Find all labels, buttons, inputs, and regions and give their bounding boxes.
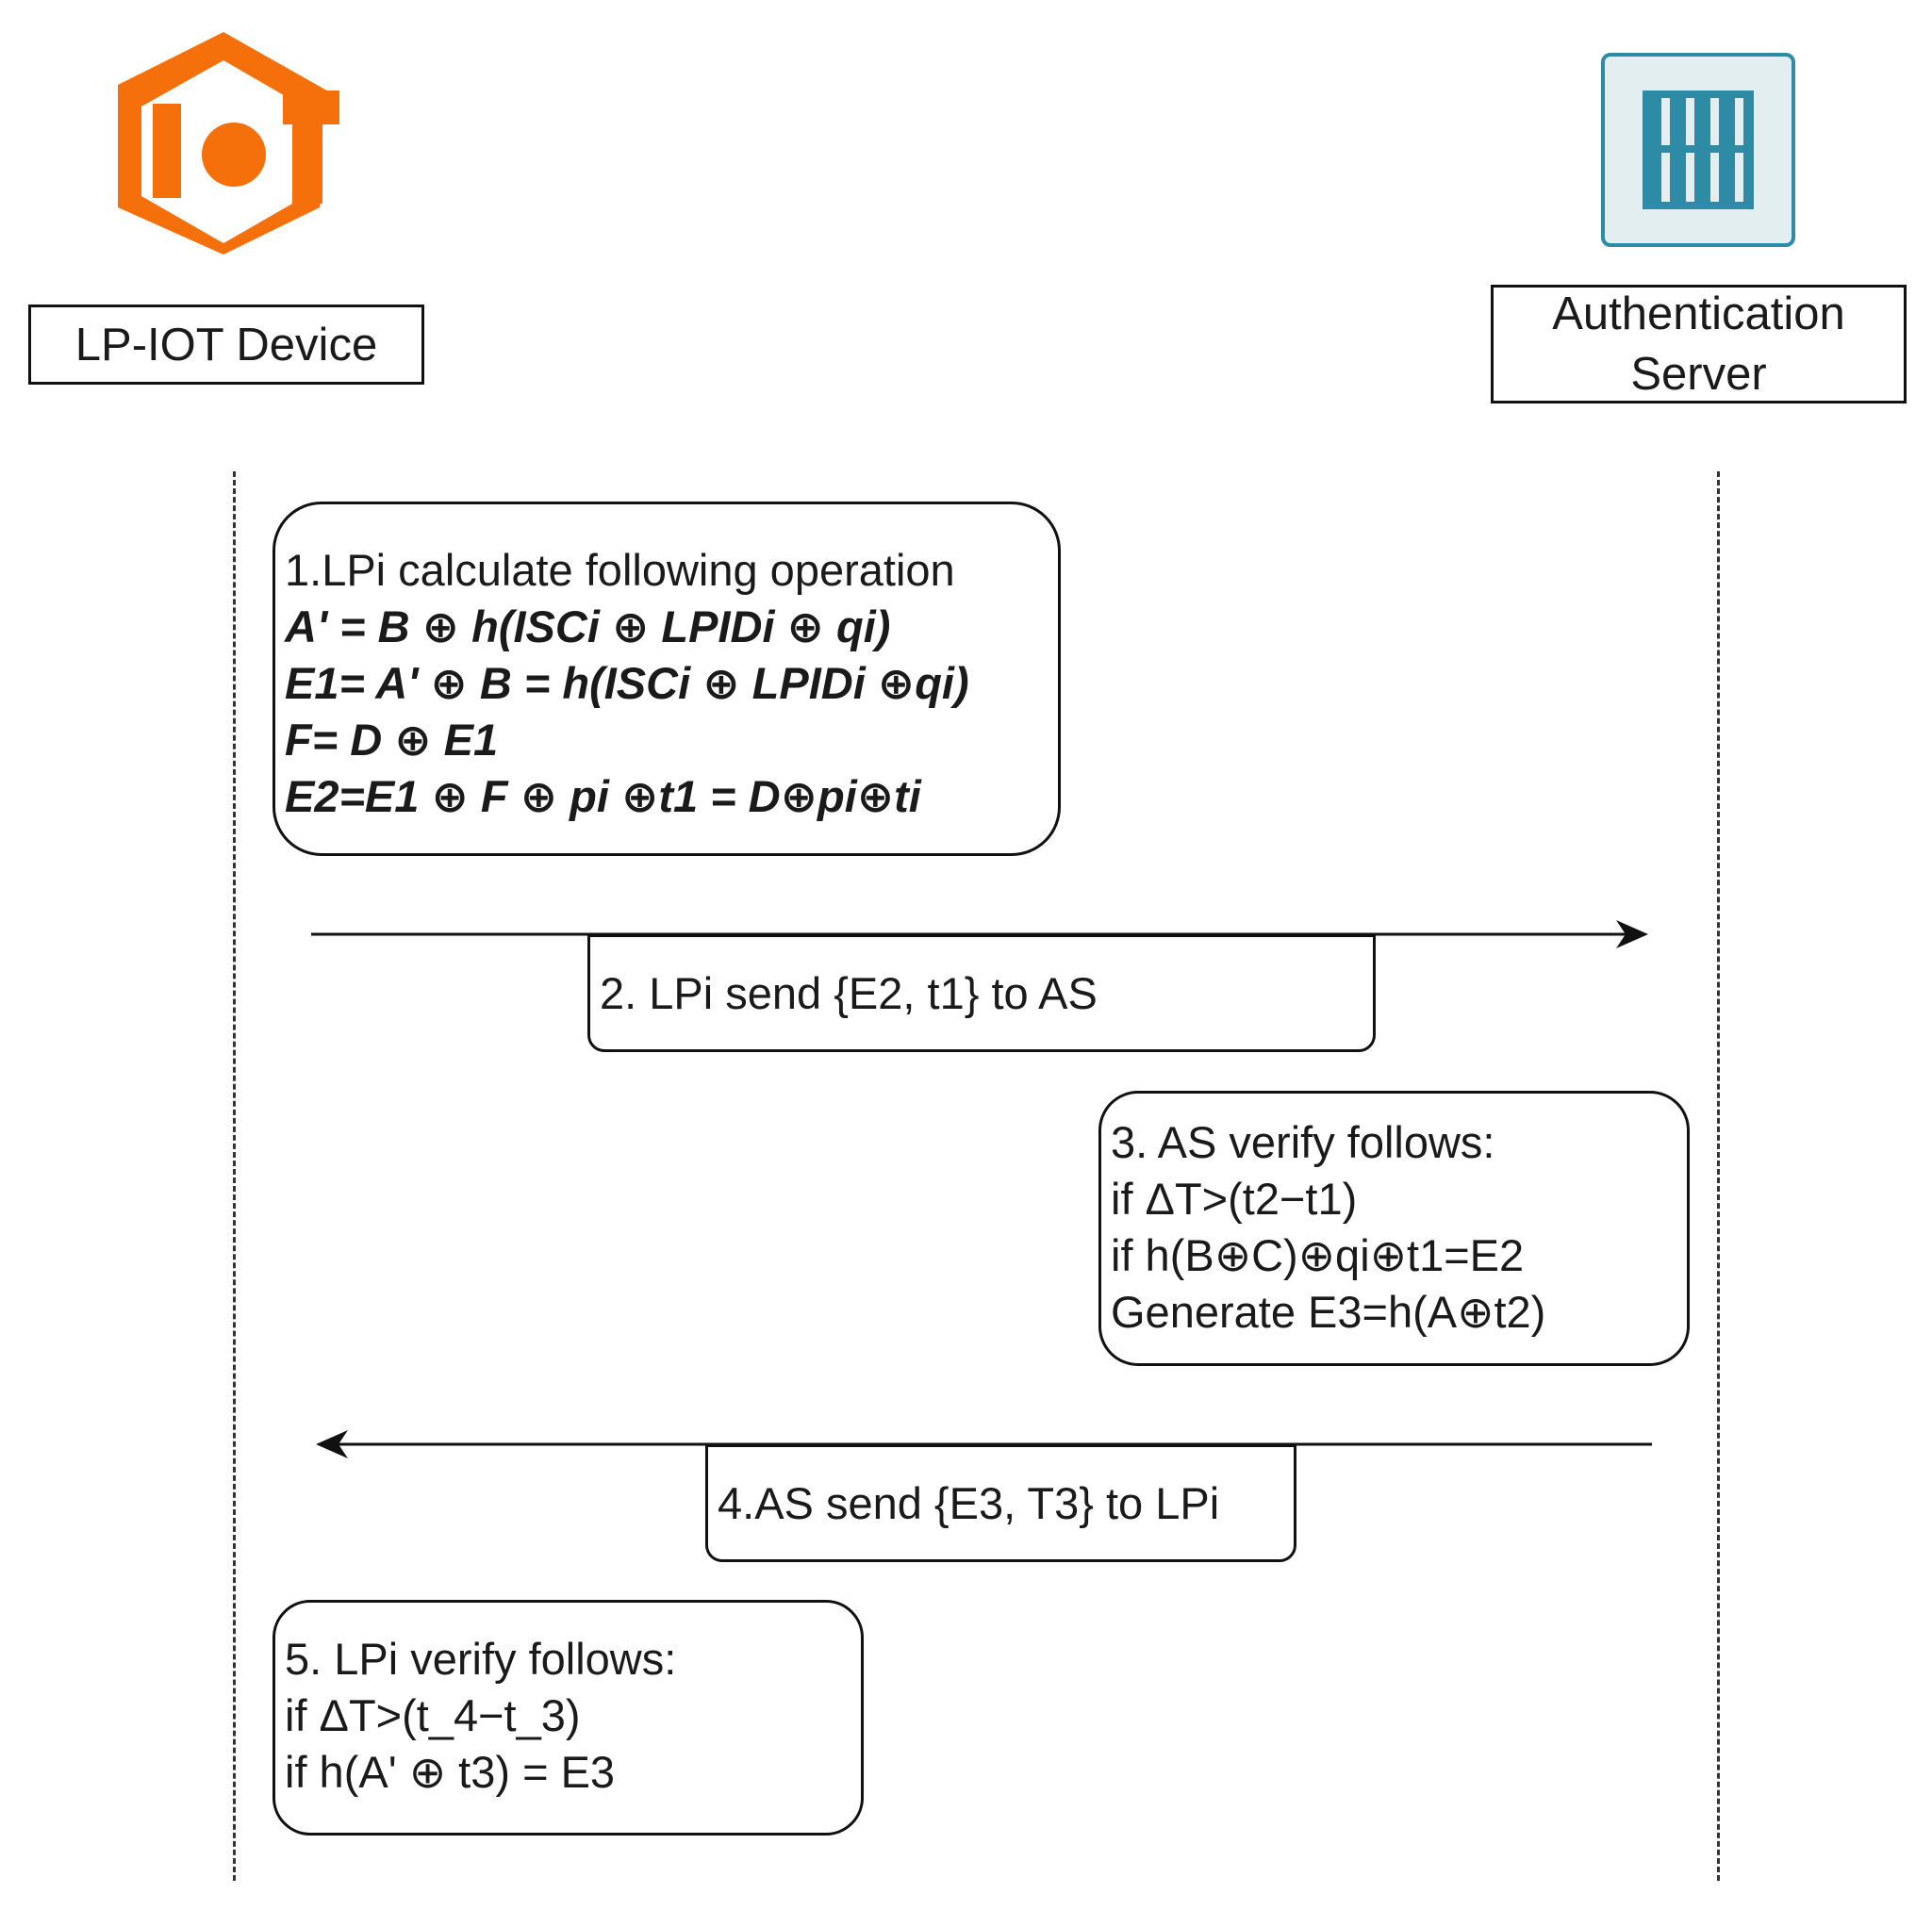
step3-check-hash: if h(B⊕C)⊕qi⊕t1=E2	[1111, 1230, 1525, 1280]
step1-eq-e2: E2=E1 ⊕ F ⊕ pi ⊕t1 = D⊕pi⊕ti	[285, 771, 921, 821]
step5-check-time: if ΔT>(t_4−t_3)	[285, 1690, 581, 1740]
server-rack-icon	[1601, 53, 1795, 247]
iot-hexagon-icon	[118, 32, 339, 255]
step5-check-hash: if h(A' ⊕ t3) = E3	[285, 1747, 616, 1797]
server-label-line1: Authentication	[1552, 288, 1845, 339]
step3-note: 3. AS verify follows: if ΔT>(t2−t1) if h…	[1098, 1091, 1690, 1366]
step3-title: 3. AS verify follows:	[1111, 1117, 1495, 1167]
iot-letter-i	[153, 104, 181, 198]
step1-note: 1.LPi calculate following operation A' =…	[272, 502, 1061, 856]
step4-message: 4.AS send {E3, T3} to LPi	[705, 1444, 1296, 1562]
device-label-text: LP-IOT Device	[74, 319, 378, 370]
step4-label: 4.AS send {E3, T3} to LPi	[718, 1477, 1220, 1528]
step1-title: 1.LPi calculate following operation	[285, 545, 955, 595]
step2-label: 2. LPi send {E2, t1} to AS	[600, 967, 1098, 1018]
device-label: LP-IOT Device	[28, 305, 424, 385]
iot-letter-t	[292, 111, 322, 204]
step1-eq-a-prime: A' = B ⊕ h(ISCi ⊕ LPIDi ⊕ qi)	[285, 601, 891, 651]
step3-check-time: if ΔT>(t2−t1)	[1111, 1174, 1358, 1224]
device-lifeline	[233, 471, 236, 1881]
server-lifeline	[1717, 471, 1720, 1881]
step1-eq-f: F= D ⊕ E1	[285, 715, 499, 765]
step2-message: 2. LPi send {E2, t1} to AS	[587, 934, 1376, 1052]
iot-letter-o	[202, 123, 266, 187]
step3-generate: Generate E3=h(A⊕t2)	[1111, 1287, 1546, 1337]
server-label-line2: Server	[1630, 349, 1767, 400]
step5-title: 5. LPi verify follows:	[285, 1634, 677, 1684]
step1-eq-e1: E1= A' ⊕ B = h(ISCi ⊕ LPIDi ⊕qi)	[285, 658, 969, 708]
server-label: Authentication Server	[1491, 285, 1907, 403]
step5-note: 5. LPi verify follows: if ΔT>(t_4−t_3) i…	[272, 1600, 864, 1836]
